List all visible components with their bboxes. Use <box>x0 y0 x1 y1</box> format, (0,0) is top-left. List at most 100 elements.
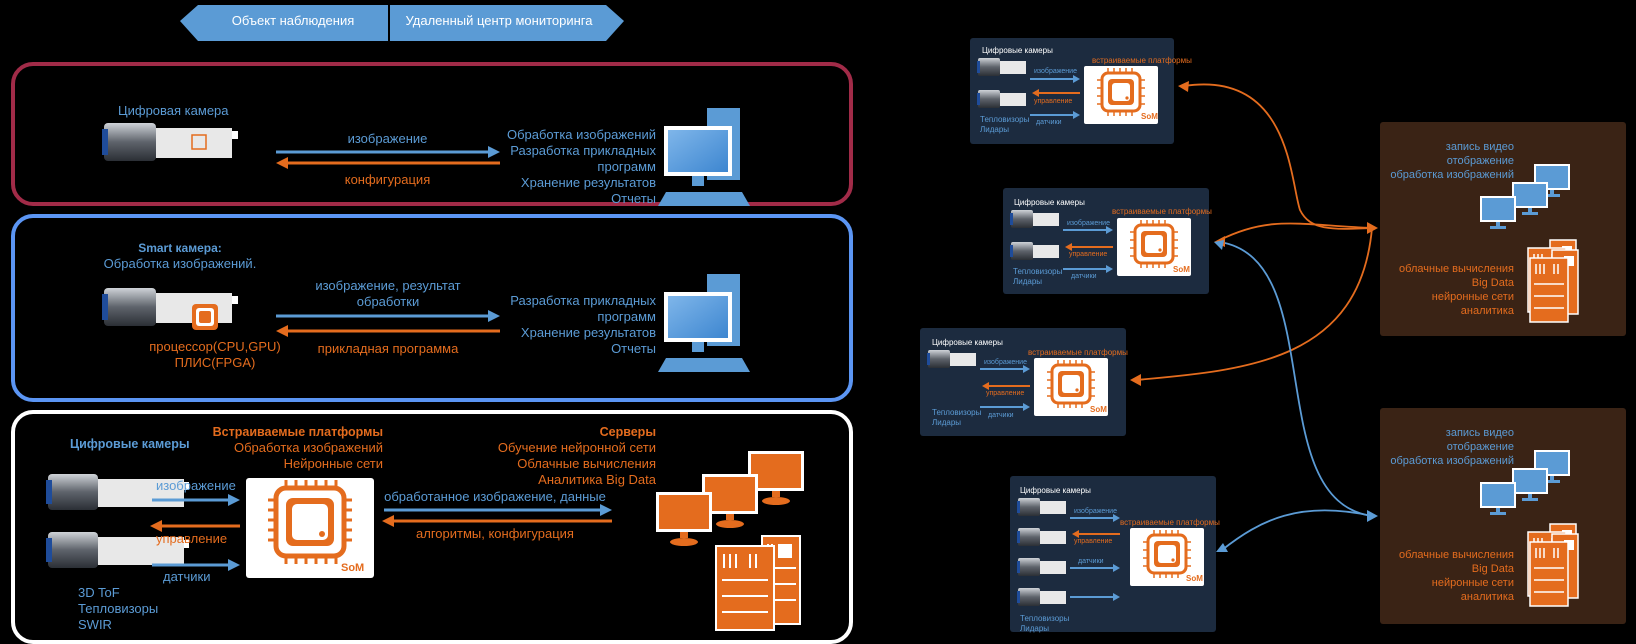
node1-platforms: встраиваемые платформы <box>1092 56 1192 65</box>
panel1-right-line-5: Отчеты <box>611 191 656 206</box>
node4-thermal: Тепловизоры <box>1020 614 1070 623</box>
panel2-right-line-3: Хранение результатов <box>520 325 656 340</box>
srv2-bottom-2: Big Data <box>1471 563 1514 575</box>
header-monitoring-center[interactable]: Удаленный центр мониторинга <box>405 13 593 28</box>
srv1-bottom-1: облачные вычисления <box>1399 263 1514 275</box>
node3-lidars: Лидары <box>932 418 962 427</box>
srv2-bottom-1: облачные вычисления <box>1399 549 1514 561</box>
node2-cameras: Цифровые камеры <box>1014 198 1085 207</box>
panel3-servers-title: Серверы <box>599 425 656 439</box>
panel3-servers-line-2: Облачные вычисления <box>517 456 656 471</box>
node2-thermal: Тепловизоры <box>1013 267 1063 276</box>
panel3-platform-line-2: Нейронные сети <box>283 456 383 471</box>
node3-platforms: встраиваемые платформы <box>1028 348 1128 357</box>
panel3-sensor-1: 3D ToF <box>78 585 120 600</box>
srv1-bottom-3: нейронные сети <box>1431 291 1514 303</box>
srv1-top-1: запись видео <box>1445 141 1514 153</box>
node2-som: SoM <box>1173 265 1190 274</box>
node3-graphics <box>927 350 1110 418</box>
panel3-arrow-image: изображение <box>156 478 236 493</box>
node3-image: изображение <box>984 359 1027 366</box>
node2-sensors: датчики <box>1071 273 1097 280</box>
srv1-bottom-2: Big Data <box>1471 277 1514 289</box>
server-center-2[interactable] <box>1380 408 1626 624</box>
panel3-servers-line-1: Обучение нейронной сети <box>497 440 656 455</box>
panel3-arrow-sensors: датчики <box>163 569 211 584</box>
srv2-top-1: запись видео <box>1445 427 1514 439</box>
node3-sensors: датчики <box>988 412 1014 419</box>
node1-control: управление <box>1034 98 1073 105</box>
srv1-top-3: обработка изображений <box>1390 169 1514 181</box>
node2-lidars: Лидары <box>1013 277 1043 286</box>
camera-icon-3b <box>46 532 189 568</box>
node3-cameras: Цифровые камеры <box>932 338 1003 347</box>
srv1-top-2: отображение <box>1446 155 1514 167</box>
panel1-right-line-4: Хранение результатов <box>520 175 656 190</box>
node4-image: изображение <box>1074 508 1117 515</box>
srv2-top-3: обработка изображений <box>1390 455 1514 467</box>
node4-som: SoM <box>1186 574 1203 583</box>
node1-som: SoM <box>1141 112 1158 121</box>
node4-sensors: датчики <box>1078 558 1104 565</box>
node1-graphics <box>977 58 1160 126</box>
panel1-arrow-config: конфигурация <box>344 172 431 187</box>
panel3-sensor-2: Тепловизоры <box>78 601 159 616</box>
panel1-right-line-2: Разработка прикладных <box>510 143 656 158</box>
panel1-right-line-3: программ <box>597 159 656 174</box>
orange-monitors-icon <box>656 451 804 546</box>
panel2-right-line-4: Отчеты <box>611 341 656 356</box>
camera-icon <box>102 123 238 161</box>
node1-sensors: датчики <box>1036 119 1062 126</box>
node1-thermal: Тепловизоры <box>980 115 1030 124</box>
panel2-processor-line2: ПЛИС(FPGA) <box>174 355 256 370</box>
node4-platforms: встраиваемые платформы <box>1120 518 1220 527</box>
srv2-bottom-3: нейронные сети <box>1431 577 1514 589</box>
header-object[interactable]: Объект наблюдения <box>231 13 355 28</box>
panel3-cameras-title: Цифровые камеры <box>70 437 190 451</box>
connector-curves <box>1135 83 1373 551</box>
node2-platforms: встраиваемые платформы <box>1112 207 1212 216</box>
panel3-sensor-3: SWIR <box>78 617 112 632</box>
panel1-right-line-1: Обработка изображений <box>506 127 656 142</box>
panel3-arrow-control: управление <box>156 531 228 546</box>
node3-thermal: Тепловизоры <box>932 408 982 417</box>
node4-graphics <box>1017 498 1206 606</box>
node3-som: SoM <box>1090 405 1107 414</box>
panel3-platform-line-1: Обработка изображений <box>233 440 383 455</box>
node4-control: управление <box>1074 538 1113 545</box>
panel2-right-line-1: Разработка прикладных <box>510 293 656 308</box>
panel2-subtitle: Обработка изображений. <box>103 256 257 271</box>
panel1-arrow-image: изображение <box>347 131 428 146</box>
orange-servers-icon <box>715 535 801 631</box>
node4-lidars: Лидары <box>1020 624 1050 633</box>
header-chevron-right-shape <box>390 5 624 41</box>
computer-icon-2 <box>658 274 750 372</box>
server-center-1[interactable] <box>1380 122 1626 336</box>
node2-graphics <box>1010 210 1193 278</box>
smart-camera-icon <box>102 288 238 330</box>
node1-cameras: Цифровые камеры <box>982 46 1053 55</box>
camera-icon-3a <box>46 474 189 510</box>
node2-image: изображение <box>1067 220 1110 227</box>
panel2-arrow-top-line1: изображение, результат <box>315 278 461 293</box>
panel2-right-line-2: программ <box>597 309 656 324</box>
computer-icon <box>658 108 750 206</box>
node1-lidars: Лидары <box>980 125 1010 134</box>
panel3-som-label: SoM <box>341 562 365 574</box>
panel2-title: Smart камера: <box>138 241 222 255</box>
srv2-top-2: отображение <box>1446 441 1514 453</box>
panel3-link-top: обработанное изображение, данные <box>384 489 606 504</box>
node1-image: изображение <box>1034 68 1077 75</box>
srv1-bottom-4: аналитика <box>1460 305 1514 317</box>
node4-cameras: Цифровые камеры <box>1020 486 1091 495</box>
panel3-platform-title: Встраиваемые платформы <box>212 425 383 439</box>
srv2-bottom-4: аналитика <box>1460 591 1514 603</box>
panel2-arrow-top-line2: обработки <box>356 294 420 309</box>
panel-smart-camera <box>11 214 853 402</box>
panel2-processor-line1: процессор(CPU,GPU) <box>149 339 281 354</box>
header-chevron-left-shape <box>180 5 388 41</box>
node3-control: управление <box>986 390 1025 397</box>
